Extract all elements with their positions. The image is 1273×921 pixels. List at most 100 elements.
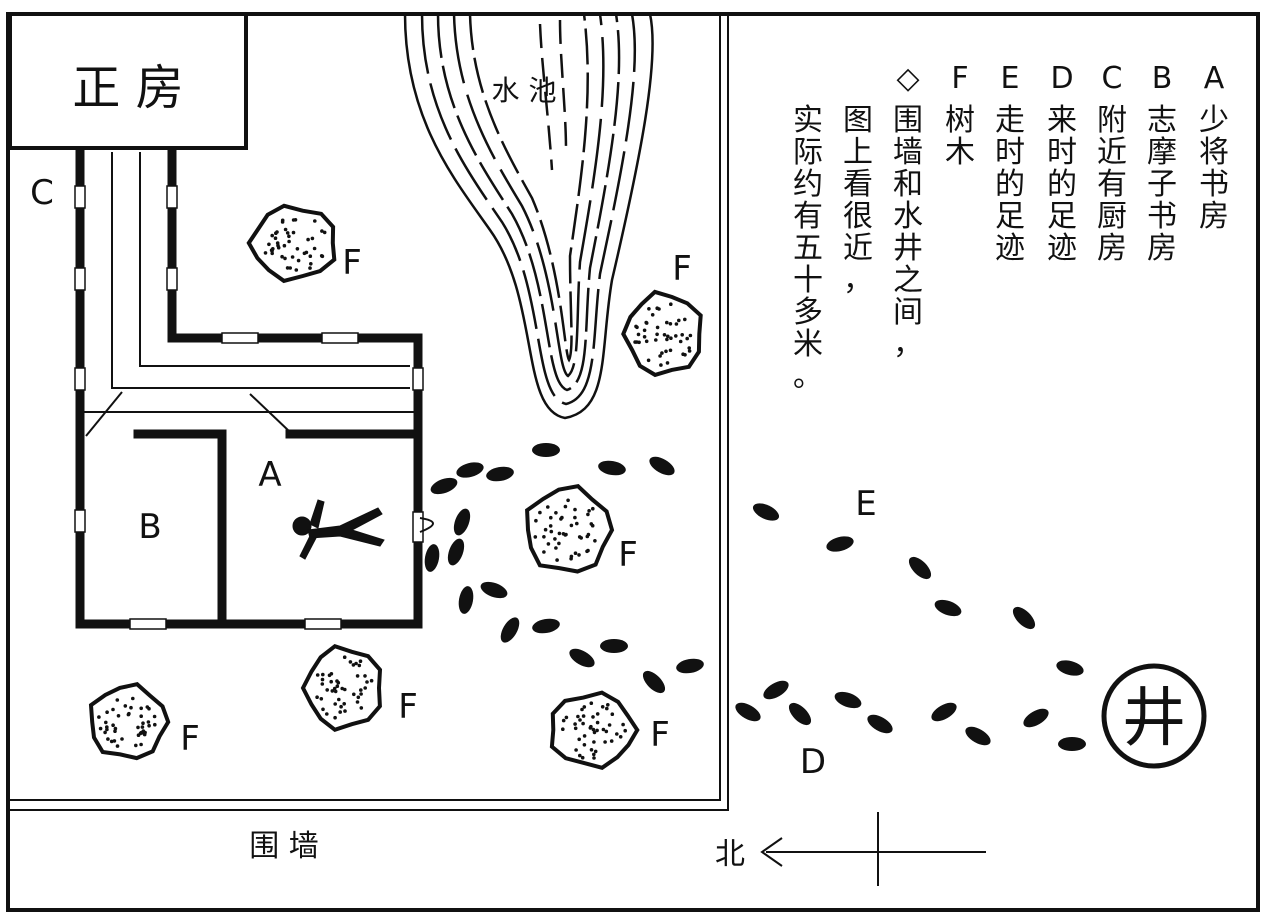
tree-dot: [664, 349, 668, 354]
tree-dot: [618, 735, 623, 739]
tree-outline: [621, 289, 703, 378]
tree-dot: [111, 723, 115, 727]
legend-char: 很: [843, 199, 873, 234]
tree-dot: [591, 727, 596, 732]
legend-char: 厨: [1097, 199, 1127, 234]
tree-dot: [369, 678, 374, 683]
tree-dot: [554, 546, 558, 550]
tree-dot: [359, 692, 363, 696]
legend-char: 和: [893, 167, 923, 202]
tree-dot: [546, 505, 550, 509]
legend-text: 实际约有五十多米。: [793, 103, 823, 394]
legend-char: 来: [1047, 103, 1077, 138]
legend-char: 走: [995, 103, 1025, 138]
legend-key: E: [1001, 61, 1020, 96]
legend-char: ，: [843, 263, 873, 298]
tree-dot: [592, 756, 596, 760]
legend-char: 际: [793, 135, 823, 170]
tree-dot: [560, 515, 564, 520]
legend-char: 足: [995, 199, 1025, 234]
legend-char: 图: [843, 103, 873, 138]
footprint: [908, 556, 932, 580]
tree-dot: [276, 243, 280, 248]
footprint: [600, 639, 628, 653]
window-sill-hook: [419, 517, 434, 533]
tree-dot: [354, 661, 358, 666]
tree-dot: [358, 659, 363, 663]
tree-dot: [105, 727, 109, 732]
legend-char: 附: [1097, 103, 1127, 138]
tree-dot: [576, 714, 580, 719]
legend-char: 之: [893, 263, 923, 298]
tree-dot: [549, 515, 553, 520]
tree-dot: [325, 712, 329, 716]
tree-dot: [131, 696, 135, 701]
tree-dot: [546, 542, 551, 546]
tree-dot: [363, 686, 368, 690]
tree-dot: [147, 706, 151, 711]
tree-dot: [355, 674, 360, 678]
footprints: [424, 443, 1086, 751]
tree-dot: [609, 739, 614, 743]
legend-char: 的: [1047, 167, 1077, 202]
tree-dot: [98, 726, 103, 731]
tree-dot: [134, 743, 138, 748]
tree-dot: [267, 242, 271, 247]
footprint: [934, 599, 962, 617]
footprint: [458, 586, 474, 614]
legend-char: 。: [793, 359, 823, 394]
tree-dot: [325, 688, 330, 692]
legend-text: 来时的足迹: [1047, 103, 1077, 266]
legend-char: 米: [793, 327, 823, 362]
tree-dot: [113, 729, 117, 733]
tree-dot: [573, 515, 577, 520]
tree-dot: [668, 348, 673, 353]
footprint: [456, 462, 484, 478]
tree-dot: [295, 247, 300, 251]
tree-dot: [688, 333, 693, 338]
tree-dot: [285, 231, 290, 235]
footprint: [532, 443, 560, 457]
legend-char: 树: [945, 103, 975, 138]
footprint: [931, 702, 957, 722]
tree-dot: [104, 720, 108, 725]
tree-dot: [333, 689, 338, 694]
windows: [74, 185, 424, 630]
tree-dot: [139, 742, 143, 747]
tree-dot: [633, 340, 637, 344]
legend-char: 井: [893, 231, 923, 266]
tree-dot: [275, 230, 279, 234]
tree-dot: [115, 744, 120, 748]
footprint-e-label: E: [855, 484, 876, 524]
tree-dot: [591, 506, 595, 511]
legend-char: 子: [1147, 167, 1177, 202]
tree-dot: [589, 748, 594, 752]
tree-dot: [356, 695, 361, 700]
legend: A少将书房B志摩子书房C附近有厨房D来时的足迹E走时的足迹F树木◇围墙和水井之间…: [793, 61, 1229, 394]
tree-f-label: F: [342, 243, 362, 283]
tree-dot: [564, 715, 569, 720]
tree-dot: [587, 509, 591, 513]
tree-dot: [683, 353, 687, 357]
tree-dot: [563, 504, 568, 509]
legend-char: ，: [893, 327, 923, 362]
tree-dot: [557, 531, 562, 536]
tree-dot: [271, 247, 275, 251]
room-a-label: A: [258, 455, 281, 495]
tree-dot: [321, 672, 325, 677]
legend-key: ◇: [896, 61, 919, 96]
footprint: [500, 617, 520, 643]
legend-char: 上: [843, 135, 873, 170]
tree-dot: [263, 251, 268, 255]
tree-dot: [538, 510, 542, 515]
tree-dot: [320, 682, 325, 686]
tree-dot: [338, 710, 343, 714]
tree-dot: [687, 346, 691, 350]
tree-dot: [589, 724, 593, 729]
tree-dot: [296, 258, 301, 263]
room-b-label: B: [138, 507, 161, 547]
legend-char: 时: [1047, 135, 1077, 170]
tree-dot: [610, 712, 615, 716]
tree-dot: [561, 718, 566, 723]
legend-char: 木: [945, 135, 975, 170]
